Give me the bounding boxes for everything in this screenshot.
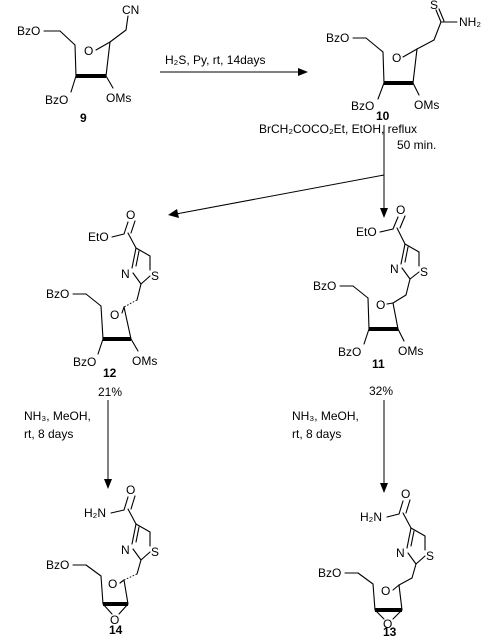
compound-number: 13: [383, 625, 397, 636]
ring-oxygen-label: O: [84, 44, 93, 58]
bzo-label: BzO: [338, 345, 361, 359]
compound-11: EtO O N S BzO O BzO OMs 11 32%: [313, 203, 428, 398]
thiazole-s-label: S: [151, 545, 159, 559]
compound-number: 10: [376, 109, 390, 123]
yield-label: 21%: [98, 385, 122, 399]
bzo-label: BzO: [45, 93, 68, 107]
ring-oxygen-label: O: [381, 584, 390, 598]
ring-oxygen-label: O: [392, 51, 401, 65]
carbonyl-oxygen-label: O: [126, 208, 135, 222]
step3-right-arrow: NH₃, MeOH, rt, 8 days: [292, 400, 388, 493]
step3-left-time: rt, 8 days: [24, 427, 73, 441]
carbonyl-oxygen-label: O: [401, 487, 410, 501]
step2-reagent: BrCH₂COCO₂Et, EtOH, reflux: [259, 122, 417, 136]
compound-13: H₂N O N S BzO O O 13: [318, 487, 434, 636]
compound-10: BzO O S NH₂ BzO OMs 10: [326, 0, 481, 123]
thiazole-s-label: S: [151, 269, 159, 283]
bzo-label: BzO: [351, 99, 374, 113]
thiazole-s-label: S: [420, 265, 428, 279]
epoxide-oxygen-label: O: [110, 613, 119, 627]
carbonyl-oxygen-label: O: [126, 483, 135, 497]
thiazole-n-label: N: [396, 546, 405, 560]
bzo-label: BzO: [46, 558, 69, 572]
compound-number: 14: [109, 623, 123, 636]
step3-right-time: rt, 8 days: [292, 427, 341, 441]
bzo-label: BzO: [313, 279, 336, 293]
compound-number: 12: [103, 366, 117, 380]
amide-h2n-label: H₂N: [84, 506, 106, 520]
compound-14: H₂N O N S BzO O O 14: [46, 483, 159, 636]
ring-oxygen-label: O: [110, 308, 119, 322]
ester-eto-label: EtO: [88, 230, 109, 244]
thiazole-n-label: N: [121, 267, 130, 281]
compound-number: 11: [372, 357, 385, 371]
epoxide-oxygen-label: O: [383, 617, 392, 631]
bzo-label: BzO: [73, 355, 96, 369]
ring-oxygen-label: O: [376, 298, 385, 312]
step1-conditions: H₂S, Py, rt, 14days: [165, 53, 265, 67]
bzo-label: BzO: [318, 566, 341, 580]
amide-h2n-label: H₂N: [360, 510, 382, 524]
bzo-label: BzO: [17, 24, 40, 38]
step3-left-reagent: NH₃, MeOH,: [24, 409, 91, 423]
oms-label: OMs: [398, 344, 423, 358]
ring-oxygen-label: O: [108, 577, 117, 591]
oms-label: OMs: [106, 91, 131, 105]
oms-label: OMs: [414, 98, 439, 112]
thiazole-n-label: N: [390, 262, 399, 276]
compound-12: EtO O N S BzO O BzO OMs 12 21%: [46, 208, 159, 399]
step2-time: 50 min.: [397, 138, 436, 152]
bzo-label: BzO: [46, 287, 69, 301]
carbonyl-oxygen-label: O: [396, 203, 405, 217]
ester-eto-label: EtO: [356, 225, 377, 239]
thiazole-s-label: S: [426, 549, 434, 563]
oms-label: OMs: [132, 354, 157, 368]
bzo-label: BzO: [326, 31, 349, 45]
step3-right-reagent: NH₃, MeOH,: [292, 409, 359, 423]
step2-arrows: BrCH₂COCO₂Et, EtOH, reflux 50 min.: [168, 122, 436, 218]
nh2-label: NH₂: [459, 15, 481, 29]
thioamide-sulfur-label: S: [430, 0, 438, 12]
thiazole-n-label: N: [121, 543, 130, 557]
nitrile-label: CN: [122, 3, 139, 17]
compound-number: 9: [80, 111, 87, 125]
step3-left-arrow: NH₃, MeOH, rt, 8 days: [24, 400, 112, 489]
yield-label: 32%: [369, 384, 393, 398]
compound-9: BzO O CN BzO OMs 9: [17, 3, 139, 125]
step1-arrow: H₂S, Py, rt, 14days: [160, 53, 308, 76]
